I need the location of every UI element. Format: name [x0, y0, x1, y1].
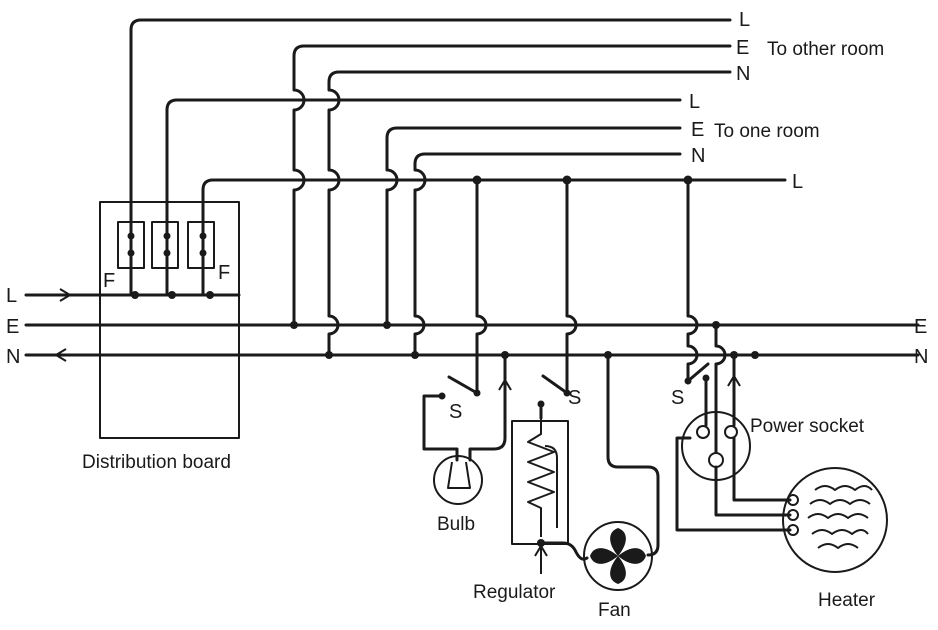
bus-neutral-label-right: N [914, 346, 928, 368]
fan-circuit: S Regulator Fan [473, 178, 660, 621]
bulb-label: Bulb [437, 514, 475, 535]
socket-switch [686, 362, 710, 383]
to-one-room-label: To one room [714, 121, 820, 142]
one-room-neutral-label: N [691, 145, 705, 167]
bus-earth-label-right: E [914, 316, 927, 338]
other-room-neutral-label: N [736, 63, 750, 85]
fuse-label-left: F [103, 270, 115, 292]
bulb-icon [433, 455, 483, 505]
power-socket-label: Power socket [750, 416, 865, 437]
mains-live-label: L [6, 285, 17, 307]
mains-earth-label: E [6, 316, 19, 338]
fuse-2 [151, 221, 179, 269]
distribution-board-label: Distribution board [82, 452, 231, 473]
fuse-risers [129, 18, 732, 297]
socket-hole-right [724, 425, 738, 439]
one-room-live-label: L [689, 91, 700, 113]
one-room-earth-label: E [691, 119, 704, 141]
distribution-board-box [99, 201, 240, 439]
fuse-label-right: F [218, 262, 230, 284]
other-room-live-label: L [739, 9, 750, 31]
fan-label: Fan [598, 600, 631, 621]
heater-icon [782, 467, 888, 573]
socket-hole-left [696, 425, 710, 439]
fan-switch-label: S [568, 387, 581, 409]
other-room-earth-label: E [736, 37, 749, 59]
room-live-label: L [792, 171, 803, 193]
distribution-board: F F [99, 201, 240, 439]
to-other-room-label: To other room [767, 39, 884, 60]
mains-lines: L E N E N [6, 285, 928, 368]
mains-neutral-label: N [6, 346, 20, 368]
fan-switch [541, 374, 569, 395]
heater-label: Heater [818, 590, 876, 611]
circuit-to-one-room: L E N To one room [383, 91, 820, 359]
circuit-to-other-room: L E N To other room [290, 9, 884, 359]
bulb-switch-label: S [449, 401, 462, 423]
socket-switch-label: S [671, 387, 684, 409]
regulator-label: Regulator [473, 582, 556, 603]
socket-hole-earth [708, 452, 724, 468]
socket-circuit: S Power socket Heater [671, 178, 888, 611]
fuse-3 [187, 221, 215, 269]
bulb-switch [447, 375, 479, 395]
room-live-bus: L [470, 171, 803, 193]
fan-icon [583, 521, 653, 591]
bulb-circuit: S Bulb [422, 178, 512, 535]
